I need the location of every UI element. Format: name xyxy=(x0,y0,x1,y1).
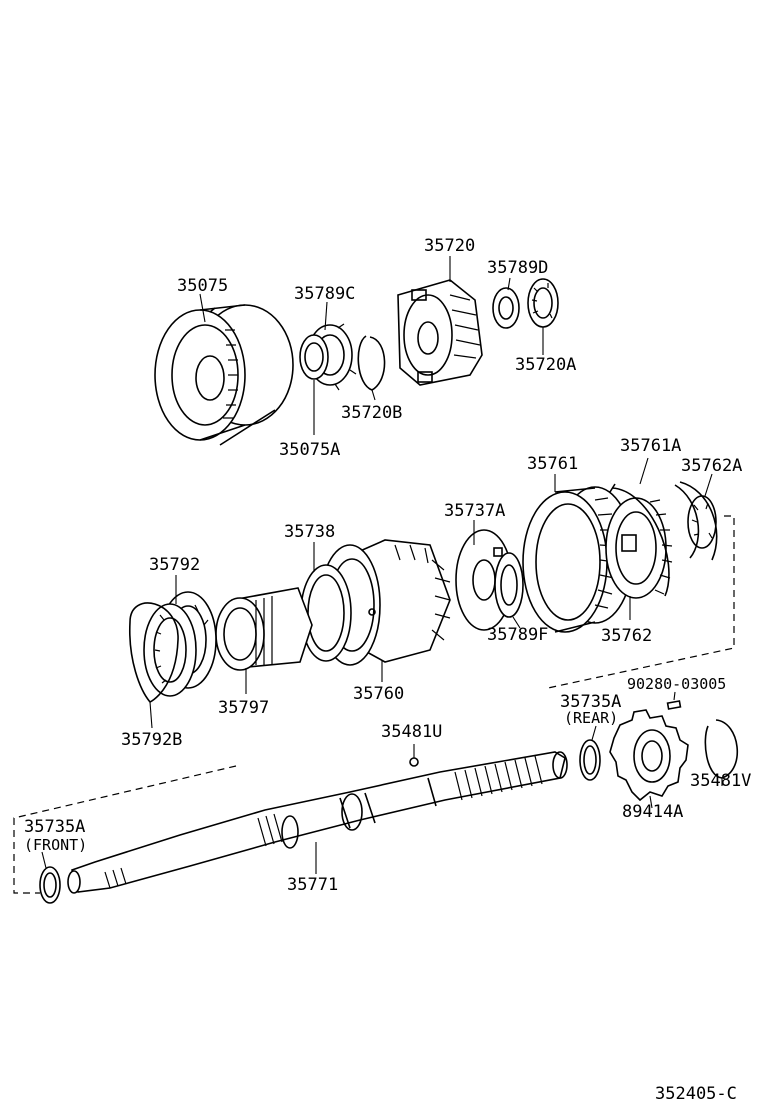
label-35760[interactable]: 35760 xyxy=(353,684,404,704)
label-35720[interactable]: 35720 xyxy=(424,236,475,256)
part-35720A-bearing xyxy=(527,278,559,328)
part-35481V-snap-ring xyxy=(704,719,738,779)
part-35481U-steel-ball xyxy=(409,757,419,767)
label-35789C[interactable]: 35789C xyxy=(294,284,355,304)
label-35761A[interactable]: 35761A xyxy=(620,436,681,456)
part-35762-one-way-clutch xyxy=(605,497,673,599)
part-35792-bearing xyxy=(143,591,217,697)
label-35735A-front[interactable]: 35735A xyxy=(24,817,85,837)
label-35771[interactable]: 35771 xyxy=(287,875,338,895)
part-35789C-bearing xyxy=(299,323,357,391)
label-35797[interactable]: 35797 xyxy=(218,698,269,718)
part-35075-drum xyxy=(154,304,294,446)
part-35720-planetary-carrier xyxy=(397,279,483,386)
part-35789F-washer xyxy=(494,552,524,618)
label-35720A[interactable]: 35720A xyxy=(515,355,576,375)
part-35735A-rear-ring xyxy=(579,739,601,781)
label-35762[interactable]: 35762 xyxy=(601,626,652,646)
part-35720B-snap-ring xyxy=(357,335,386,391)
part-35762A-thrust-bearing xyxy=(674,481,718,561)
diagram-code: 352405-C xyxy=(655,1084,737,1104)
part-35738-seal-ring xyxy=(300,564,352,662)
part-90280-03005-key xyxy=(666,700,682,710)
part-35735A-front-ring xyxy=(39,866,61,904)
label-89414A[interactable]: 89414A xyxy=(622,802,683,822)
part-35789D-race xyxy=(492,287,520,329)
label-35720B[interactable]: 35720B xyxy=(341,403,402,423)
part-35761A-snap-ring xyxy=(609,483,670,597)
label-35075[interactable]: 35075 xyxy=(177,276,228,296)
label-35792B[interactable]: 35792B xyxy=(121,730,182,750)
label-35761[interactable]: 35761 xyxy=(527,454,578,474)
part-89414A-sensor-rotor xyxy=(609,709,689,802)
label-35792[interactable]: 35792 xyxy=(149,555,200,575)
part-35797-hub xyxy=(215,587,313,671)
label-35738[interactable]: 35738 xyxy=(284,522,335,542)
part-35792B-snap-ring xyxy=(129,602,179,703)
part-35771-output-shaft xyxy=(67,751,568,894)
label-90280-03005[interactable]: 90280-03005 xyxy=(627,675,726,693)
label-35737A[interactable]: 35737A xyxy=(444,501,505,521)
label-35789F[interactable]: 35789F xyxy=(487,625,548,645)
label-35762A[interactable]: 35762A xyxy=(681,456,742,476)
label-35735A-front-note: (FRONT) xyxy=(24,836,87,854)
label-35481V[interactable]: 35481V xyxy=(690,771,751,791)
label-35735A-rear-note: (REAR) xyxy=(564,709,618,727)
label-35735A-rear[interactable]: 35735A xyxy=(560,692,621,712)
label-35481U[interactable]: 35481U xyxy=(381,722,442,742)
label-35075A[interactable]: 35075A xyxy=(279,440,340,460)
part-labels: 35075 35075A 35789C 35720B 35720 35789D … xyxy=(24,236,751,1104)
label-35789D[interactable]: 35789D xyxy=(487,258,548,278)
